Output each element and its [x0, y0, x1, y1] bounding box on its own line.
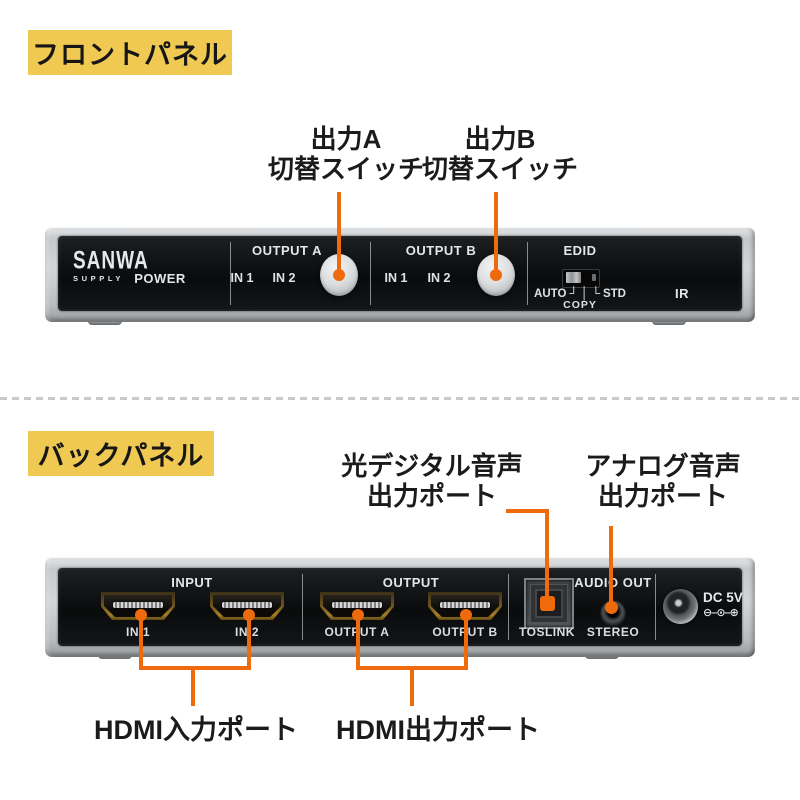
in2-port-label: IN 2: [234, 625, 259, 639]
annotation-toslink-line2: 出力ポート: [366, 481, 497, 511]
panel-divider: [230, 242, 231, 305]
annotation-hdmi-input: HDMI入力ポート: [94, 715, 298, 745]
edid-scale: AUTO ┘ │ └ STD: [510, 286, 650, 300]
edid-title: EDID: [563, 243, 597, 258]
edid-std-label: STD: [602, 288, 626, 300]
hdmi-pins: [332, 602, 382, 608]
edid-switch-knob: [566, 272, 581, 283]
edid-mark-middle: │: [580, 286, 589, 300]
leader-line-in1: [139, 613, 143, 670]
leader-line-stereo: [609, 526, 613, 606]
panel-divider: [655, 574, 656, 640]
dc-polarity-icon: ⊖–⊙–⊕: [703, 607, 739, 619]
output-a-in1-label: IN 1: [230, 271, 254, 285]
edid-mark-right: └: [591, 286, 600, 300]
hdmi-port-in2: [210, 592, 284, 620]
leader-line-output-a: [337, 192, 341, 271]
annotation-output-a-line1: 出力A: [310, 124, 382, 154]
brand-logo-supply: SUPPLY: [73, 274, 124, 283]
ir-receiver-label: IR: [675, 286, 689, 301]
annotation-stereo: アナログ音声 出力ポート: [563, 451, 763, 511]
leader-line-toslink-horizontal: [506, 509, 548, 513]
hdmi-pins: [222, 602, 272, 608]
edid-auto-label: AUTO: [534, 288, 567, 300]
leader-line-output-a-port: [356, 613, 360, 670]
edid-switch-notch: [592, 274, 596, 281]
back-panel-face: INPUT IN 1 IN 2 OUTPUT: [58, 568, 743, 646]
leader-stem-input: [191, 670, 195, 706]
dc-power-jack: [663, 589, 698, 624]
leader-line-output-b: [494, 192, 498, 271]
toslink-core: [535, 589, 563, 618]
annotation-hdmi-output: HDMI出力ポート: [336, 715, 540, 745]
front-panel-label: フロントパネル: [28, 30, 232, 75]
leader-line-in2: [247, 613, 251, 670]
back-panel-label: バックパネル: [28, 431, 214, 476]
annotation-stereo-line2: 出力ポート: [597, 481, 728, 511]
hdmi-port-output-a: [320, 592, 394, 620]
in1-port-label: IN 1: [125, 625, 150, 639]
leader-dot-output-b: [490, 269, 502, 281]
edid-mark-left: ┘: [569, 286, 578, 300]
panel-divider: [508, 574, 509, 640]
output-a-title: OUTPUT A: [252, 243, 322, 258]
annotation-output-a: 出力A 切替スイッチ: [246, 124, 446, 184]
leader-line-output-b-port: [464, 613, 468, 670]
annotation-toslink: 光デジタル音声 出力ポート: [332, 451, 532, 511]
leader-stem-output: [410, 670, 414, 706]
toslink-label: TOSLINK: [519, 625, 575, 639]
leader-dot-stereo: [605, 601, 618, 614]
annotation-output-b: 出力B 切替スイッチ: [400, 124, 600, 184]
leader-line-toslink-vertical: [545, 509, 549, 601]
stereo-label: STEREO: [586, 625, 640, 639]
leader-dot-toslink: [540, 596, 555, 611]
edid-copy-label: COPY: [563, 299, 597, 311]
hdmi-pins: [113, 602, 163, 608]
output-b-in1-label: IN 1: [384, 271, 408, 285]
output-title: OUTPUT: [382, 575, 440, 590]
input-title: INPUT: [171, 575, 213, 590]
leader-bracket-output: [356, 666, 468, 670]
annotation-output-b-line2: 切替スイッチ: [421, 154, 578, 184]
power-label: POWER: [134, 271, 186, 286]
annotation-stereo-line1: アナログ音声: [585, 451, 741, 481]
hdmi-port-output-b: [428, 592, 502, 620]
annotation-output-b-line1: 出力B: [464, 124, 536, 154]
annotation-toslink-line1: 光デジタル音声: [341, 451, 523, 481]
output-a-in2-label: IN 2: [272, 271, 296, 285]
brand-logo-sanwa: SANWA: [73, 247, 149, 275]
dc-voltage-label: DC 5V: [703, 590, 743, 605]
panel-divider: [302, 574, 303, 640]
audio-out-title: AUDIO OUT: [574, 575, 652, 590]
hdmi-pins: [440, 602, 490, 608]
front-panel-device: SANWA SUPPLY POWER OUTPUT A IN 1 IN 2 OU…: [45, 227, 755, 322]
section-separator: [0, 397, 800, 400]
front-panel-face: SANWA SUPPLY POWER OUTPUT A IN 1 IN 2 OU…: [58, 236, 742, 311]
leader-dot-output-a: [333, 269, 345, 281]
back-panel-device: INPUT IN 1 IN 2 OUTPUT: [45, 557, 755, 657]
panel-divider: [527, 242, 528, 305]
output-b-in2-label: IN 2: [427, 271, 451, 285]
brand-logo: SANWA SUPPLY: [73, 249, 149, 283]
output-b-title: OUTPUT B: [405, 243, 477, 258]
annotation-output-a-line2: 切替スイッチ: [267, 154, 424, 184]
edid-slide-switch: [562, 269, 600, 288]
leader-bracket-input: [139, 666, 251, 670]
panel-divider: [370, 242, 371, 305]
